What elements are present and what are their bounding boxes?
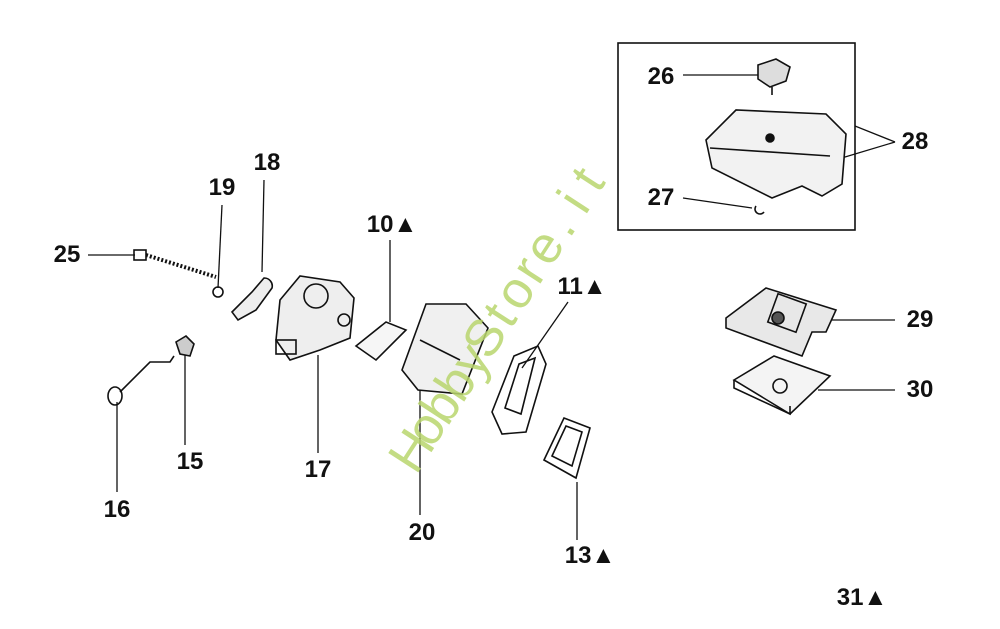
part-label-19: 19: [208, 174, 236, 201]
screw-part-25: [133, 249, 217, 279]
part-label-30: 30: [906, 376, 934, 403]
part-label-11: 11▲: [557, 273, 607, 300]
shaft-part-16: [107, 355, 175, 406]
lever-part-18: [230, 277, 274, 322]
part-label-16: 16: [103, 496, 131, 523]
gasket-part-13: [542, 416, 591, 480]
filter-cover-part-28: [705, 109, 847, 199]
filter-element-part-29: [725, 287, 838, 358]
air-filter-group-box: [617, 42, 856, 231]
part-label-26: 26: [647, 63, 675, 90]
part-label-25: 25: [53, 241, 81, 268]
part-label-13: 13▲: [564, 542, 616, 569]
part-label-29: 29: [906, 306, 934, 333]
part-label-17: 17: [304, 456, 332, 483]
carburetor-part-17: [275, 275, 355, 361]
part-label-18: 18: [253, 149, 281, 176]
part-label-27: 27: [647, 184, 675, 211]
part-label-28: 28: [901, 128, 929, 155]
knob-part-26: [757, 58, 791, 95]
part-label-31: 31▲: [836, 584, 888, 611]
washer-part-19: [212, 286, 224, 298]
nut-part-15: [175, 334, 195, 357]
filter-base-part-30: [732, 355, 832, 416]
intake-part-20: [401, 303, 489, 395]
gasket-part-11: [491, 344, 547, 435]
part-label-20: 20: [408, 519, 436, 546]
part-label-15: 15: [176, 448, 204, 475]
part-label-10: 10▲: [366, 211, 418, 238]
leader-lines: [88, 74, 896, 540]
gasket-part-10: [354, 321, 408, 362]
clip-part-27: [754, 205, 765, 215]
